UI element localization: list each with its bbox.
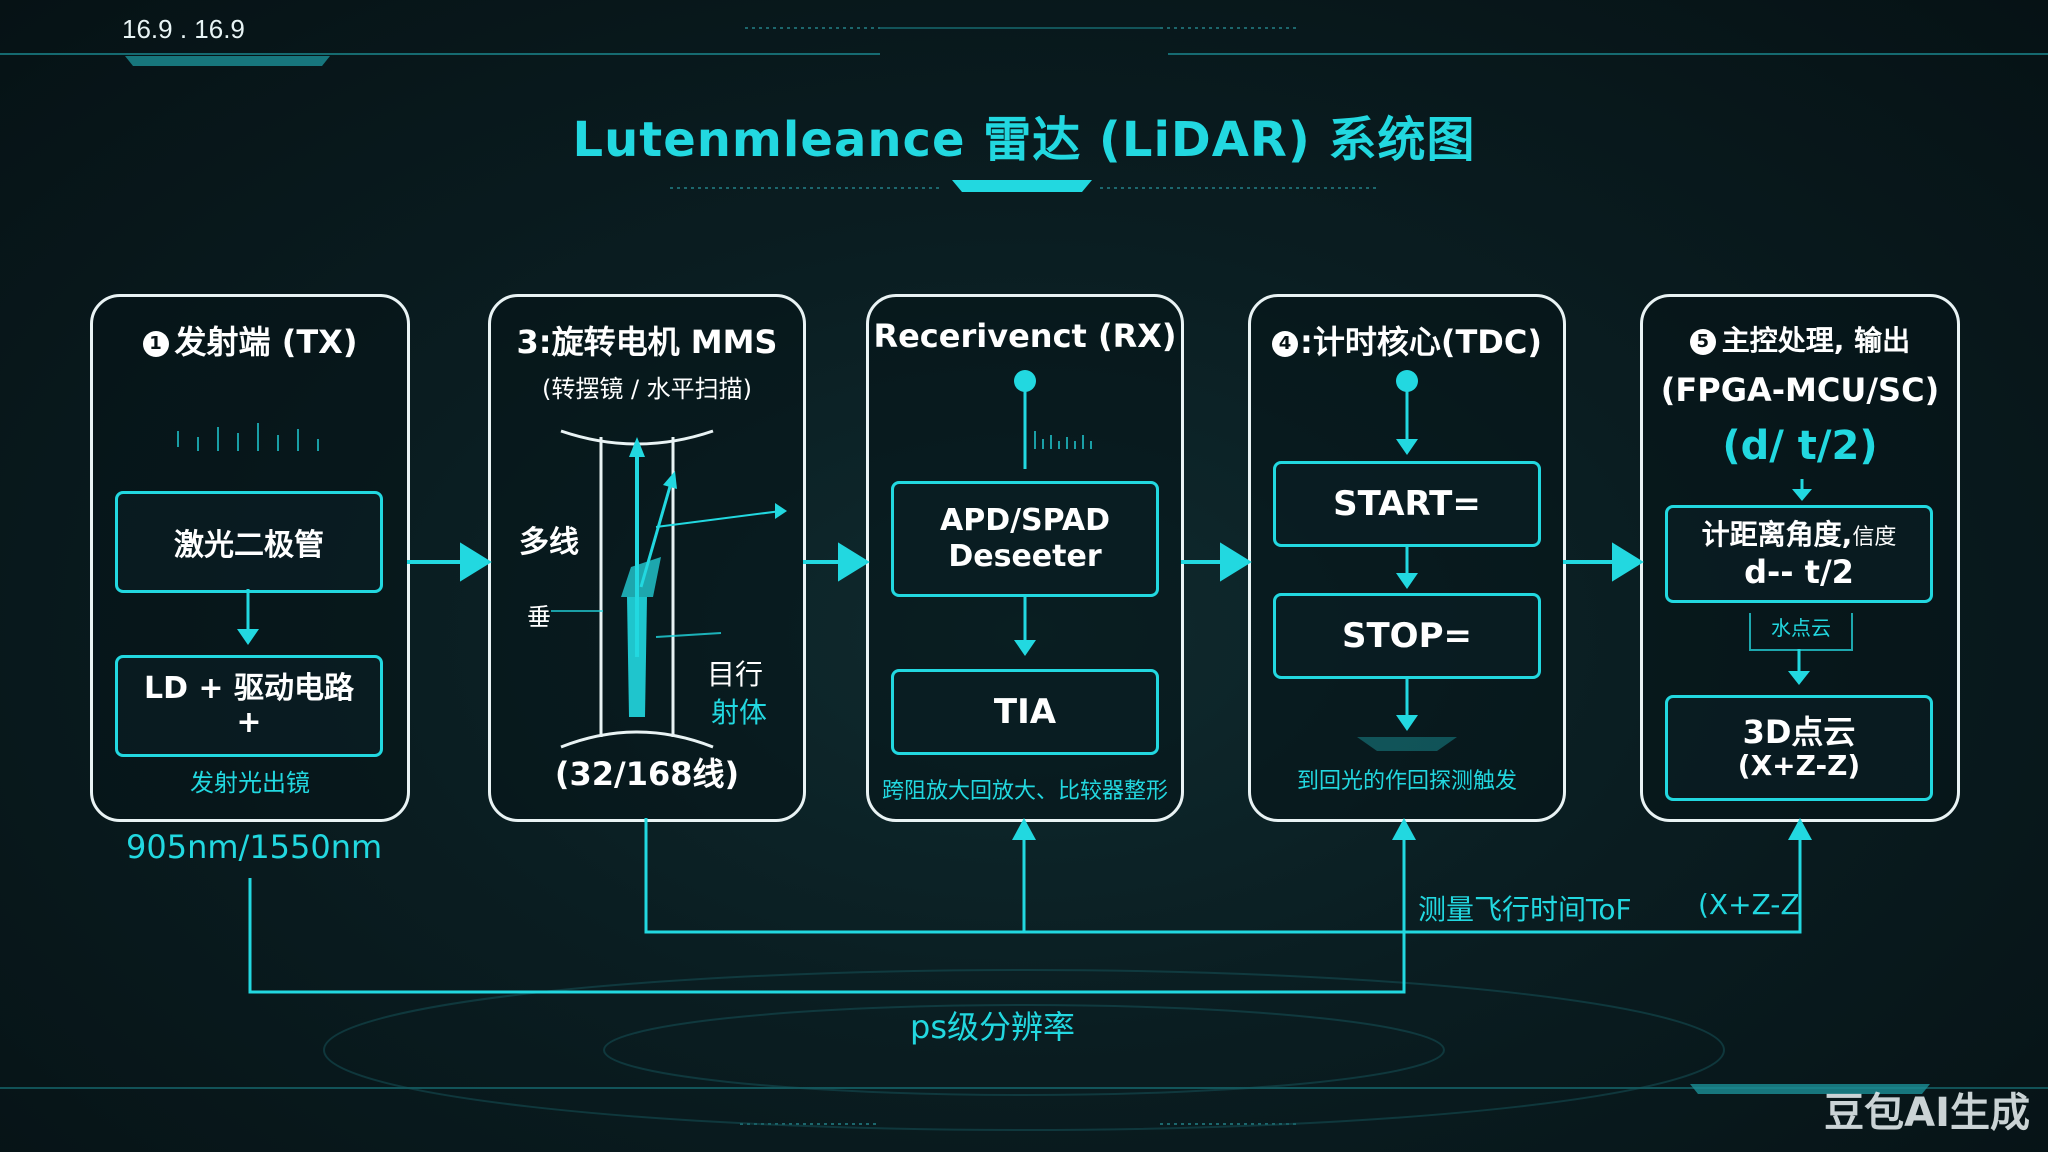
panel-tdc: 4:计时核心(TDC) START= STOP= 到回光的作回探测触发 [1248,294,1566,822]
vertical-label: 垂 [527,603,551,631]
stop-box: STOP= [1273,593,1541,679]
tx-caption: 发射光出镜 [190,769,310,797]
arrow-down-icon [1014,594,1036,656]
multiline-label: 多线 [519,525,579,560]
tdc-input-connector [1396,370,1418,455]
panel-scanner: 3:旋转电机 MMS (转摆镜 / 水平扫描) 多线 垂 目行 射体 (32/1… [488,294,806,822]
tdc-caption: 到回光的作回探测触发 [1296,769,1517,794]
version-label: 16.9 . 16.9 [122,14,245,44]
step-number-icon: 1 [142,331,169,357]
laser-pattern-icon [177,423,319,451]
apd-spad-box: APD/SPAD Deseeter [891,481,1159,597]
panel-receiver: Recerivenct (RX) APD/SPAD Deseeter TIA 跨… [866,294,1184,822]
arrow-down-icon [1357,677,1457,751]
diagram-title: Lutenmleance 雷达 (LiDAR) 系统图 [572,112,1476,168]
arrow-down-icon [237,589,259,645]
tof-label: 测量飞行时间ToF [1418,893,1632,926]
target-label-1: 目行 [707,658,764,691]
scan-lines-label: (32/168线) [554,755,740,793]
wavelength-label: 905nm/1550nm [126,828,383,866]
panel-controller-subtitle: (FPGA-MCU/SC) [1660,371,1940,409]
arrow-down-icon [1788,649,1810,685]
start-box: START= [1273,461,1541,547]
distance-formula: (d/ t/2) [1722,423,1878,469]
panel-receiver-title: Recerivenct (RX) [873,317,1177,355]
watermark: 豆包AI生成 [1824,1090,2030,1136]
point-cloud-box: 3D点云 (X+Z-Z) [1665,695,1933,801]
ld-driver-box: LD + 驱动电路 + [115,655,383,757]
step-number-icon: 4 [1272,331,1299,357]
rotating-mirror-graphic [551,429,787,749]
arrow-down-icon [1792,479,1812,501]
panel-scanner-subtitle: (转摆镜 / 水平扫描) [541,375,753,403]
receiver-input-connector [1014,370,1092,469]
point-cloud-small-box: 水点云 [1749,613,1853,651]
resolution-label: ps级分辨率 [910,1008,1075,1046]
distance-angle-box: 计距离角度,信度 d-- t/2 [1665,505,1933,603]
panel-scanner-title: 3:旋转电机 MMS [516,323,778,361]
target-label-2: 射体 [711,696,768,729]
tia-box: TIA [891,669,1159,755]
rx-caption: 跨阻放大回放大、比较器整形 [881,779,1168,804]
xyz-label: (X+Z-Z [1698,888,1800,921]
step-number-icon: 5 [1689,329,1716,355]
panel-tdc-title: 4:计时核心(TDC) [1251,317,1563,363]
arrow-down-icon [1396,545,1418,589]
